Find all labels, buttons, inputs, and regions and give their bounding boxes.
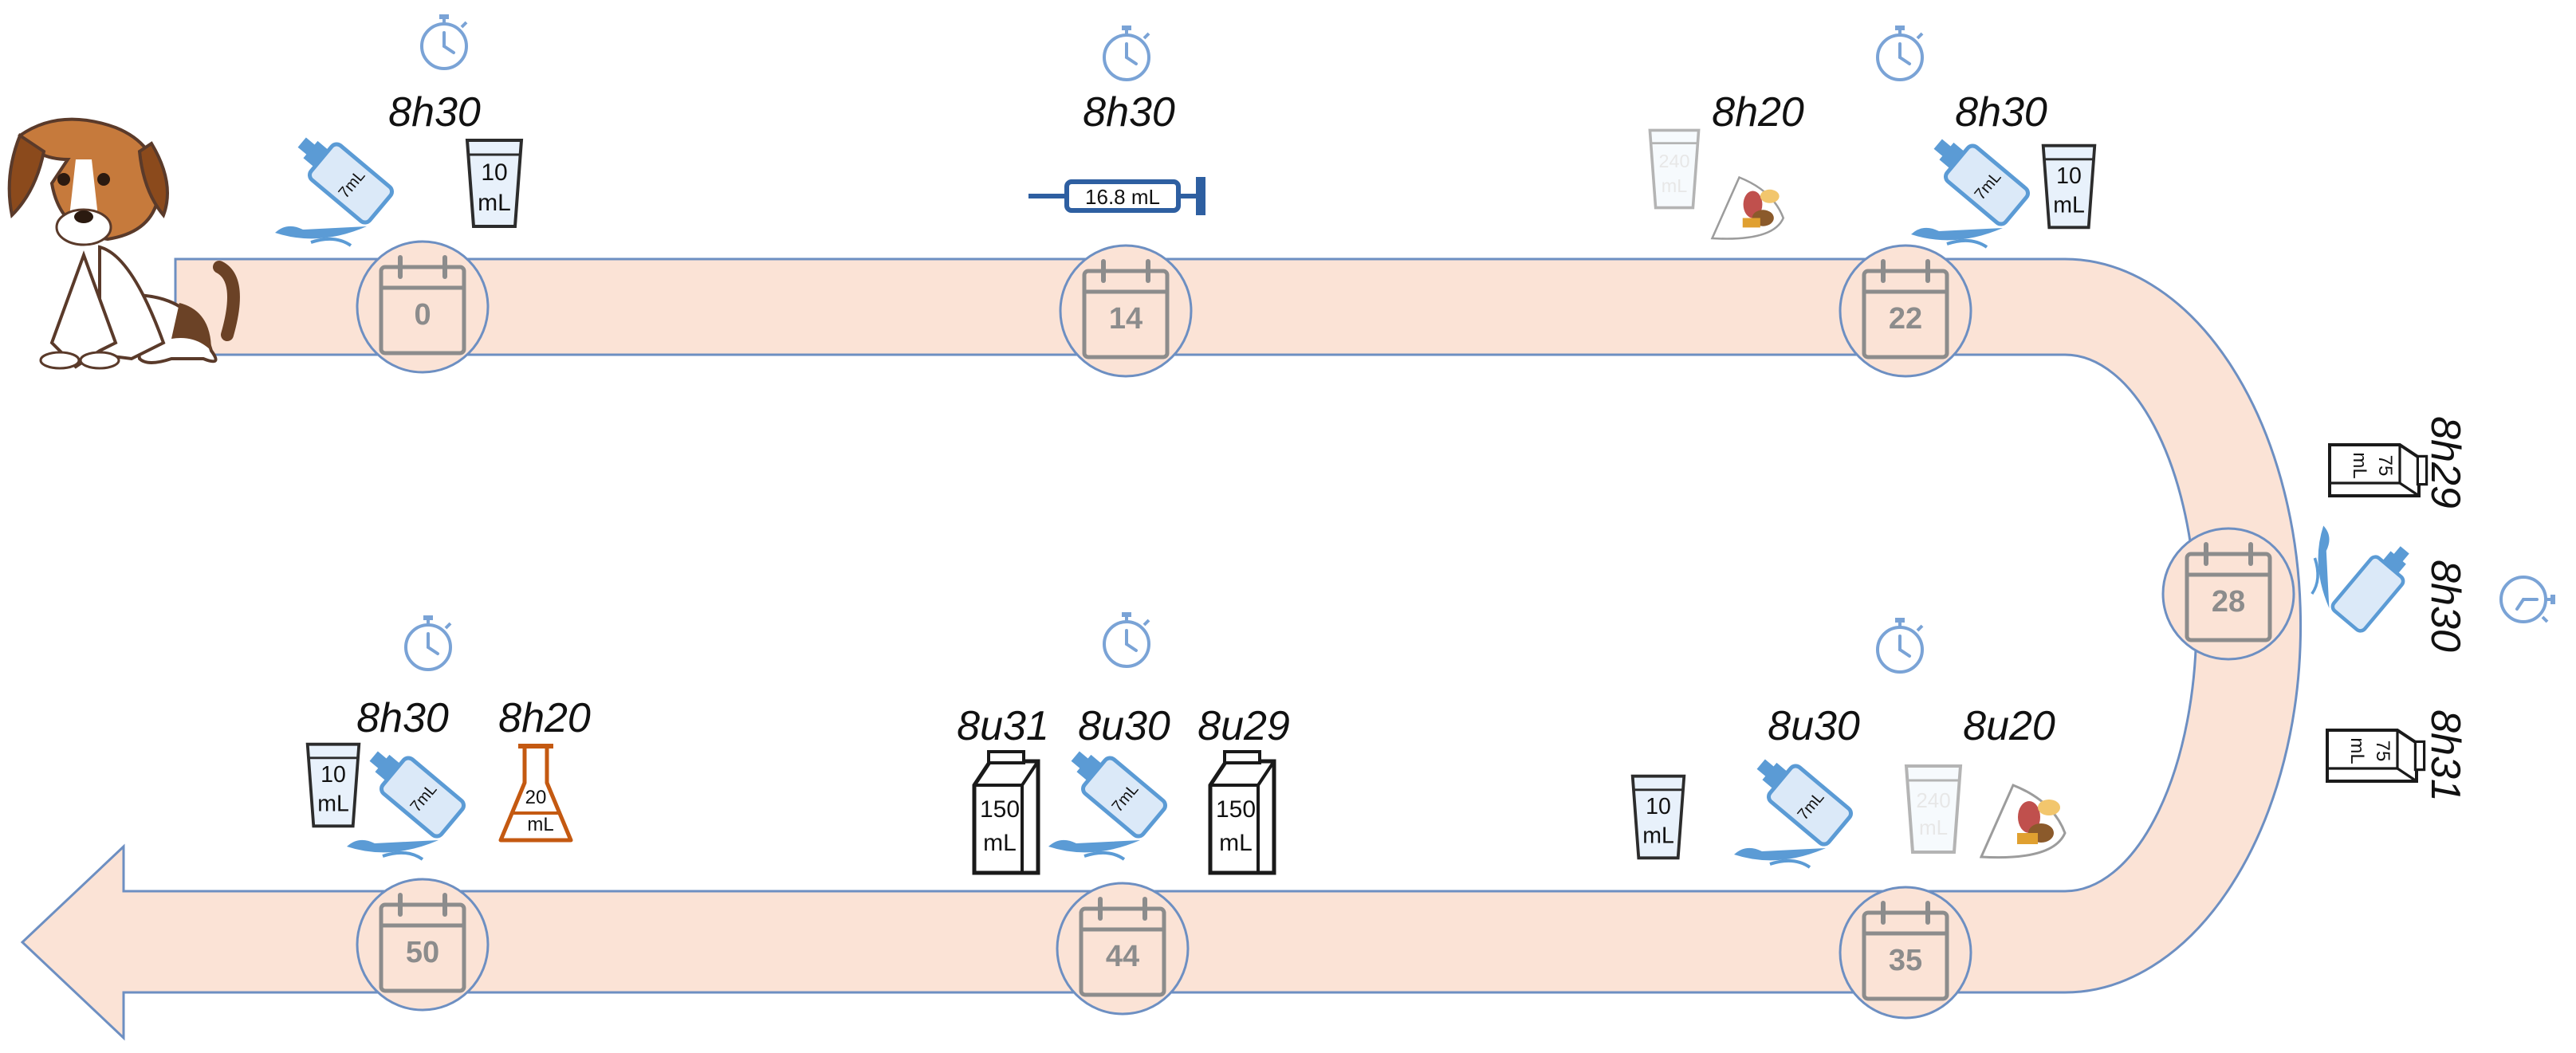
day-node-44: 44 [1056,882,1190,1016]
time-label: 8u29 [1198,703,1290,749]
oral-dose-bottle-icon [2312,526,2421,634]
time-label: 8h30 [1083,89,1175,136]
day-node-circle [1839,244,1972,378]
svg-text:mL: mL [317,791,349,816]
svg-text:mL: mL [983,830,1017,856]
meal-glass-faded-icon: 240 mL [1648,128,1701,210]
time-label: 8h30 [388,89,481,136]
beagle-dog-illustration [7,117,240,370]
svg-text:75: 75 [2374,455,2396,477]
time-label: 8h20 [1712,89,1804,136]
svg-text:20: 20 [525,787,547,808]
meal-plate-icon [1980,784,2067,859]
svg-text:mL: mL [478,190,511,216]
milk-carton-icon: 150 mL [974,752,1038,873]
day-label: 22 [1889,302,1922,336]
time-label: 8u31 [957,703,1049,749]
meal-plate-icon [1711,176,1785,240]
svg-text:16.8 mL: 16.8 mL [1085,185,1160,209]
clock-icon [404,614,452,671]
water-glass-icon: 10 mL [305,742,361,828]
milk-carton-icon: 150 mL [1210,752,1274,873]
day-node-circle [356,240,490,374]
clock-icon [1876,616,1924,674]
svg-text:mL: mL [2053,192,2085,218]
time-label: 8u30 [1768,703,1860,749]
svg-text:10: 10 [1646,794,1671,819]
oral-dose-bottle-icon: 7mL [1048,739,1168,859]
svg-text:75: 75 [2372,741,2393,762]
svg-text:10: 10 [321,762,346,788]
day-label: 50 [406,936,439,969]
water-glass-icon: 10 mL [2041,143,2097,230]
time-label: 8u30 [1078,703,1170,749]
svg-text:150: 150 [980,796,1020,823]
flask-icon: 20 mL [498,744,573,843]
time-label: 8h30 [1955,89,2047,136]
svg-text:10: 10 [481,159,507,186]
water-glass-icon: 10 mL [1630,774,1686,860]
svg-text:mL: mL [1642,823,1674,848]
day-node-circle [356,878,490,1012]
time-label: 8h29 [2422,416,2468,509]
day-node-circle [2161,527,2295,661]
oral-dose-bottle-icon: 7mL [347,739,466,859]
svg-text:mL: mL [1919,815,1948,839]
oral-dose-bottle-icon: 7mL [275,125,395,246]
svg-text:mL: mL [527,814,553,835]
day-node-28: 28 [2161,527,2295,661]
clock-icon [2499,576,2557,623]
day-node-22: 22 [1839,244,1972,378]
day-node-35: 35 [1839,886,1972,1020]
syringe-icon: 16.8 mL [1028,177,1205,215]
svg-text:mL: mL [1662,175,1688,196]
time-label: 8h31 [2422,709,2468,802]
day-node-circle [1839,886,1972,1020]
day-label: 14 [1109,302,1142,336]
clock-icon [1103,611,1150,668]
water-glass-icon: 10 mL [466,139,523,228]
timeline-track [20,257,2303,1041]
day-node-14: 14 [1059,244,1193,378]
svg-text:150: 150 [1216,796,1256,823]
oral-dose-bottle-icon: 7mL [1911,127,2031,247]
svg-text:240: 240 [1658,151,1689,171]
oral-dose-bottle-icon: 7mL [1734,747,1854,867]
svg-text:mL: mL [2349,452,2370,478]
svg-text:mL: mL [1219,830,1253,856]
svg-text:10: 10 [2056,163,2082,189]
day-label: 0 [414,298,431,332]
meal-glass-faded-icon: 240 mL [1905,764,1962,854]
clock-icon [1103,24,1150,81]
milk-carton-icon: 75 mL [2330,445,2427,496]
clock-icon [420,13,468,70]
time-label: 8u20 [1963,703,2055,749]
svg-text:mL: mL [2346,737,2368,764]
svg-text:240: 240 [1916,788,1950,812]
day-node-50: 50 [356,878,490,1012]
day-node-0: 0 [356,240,490,374]
milk-carton-icon: 75 mL [2327,730,2425,781]
time-label: 8h20 [498,695,591,741]
time-label: 8h30 [356,695,449,741]
clock-icon [1876,24,1924,81]
day-label: 28 [2212,585,2245,619]
day-label: 44 [1106,940,1139,973]
day-node-circle [1059,244,1193,378]
time-label: 8h30 [2422,560,2468,652]
day-node-circle [1056,882,1190,1016]
day-label: 35 [1889,944,1922,977]
